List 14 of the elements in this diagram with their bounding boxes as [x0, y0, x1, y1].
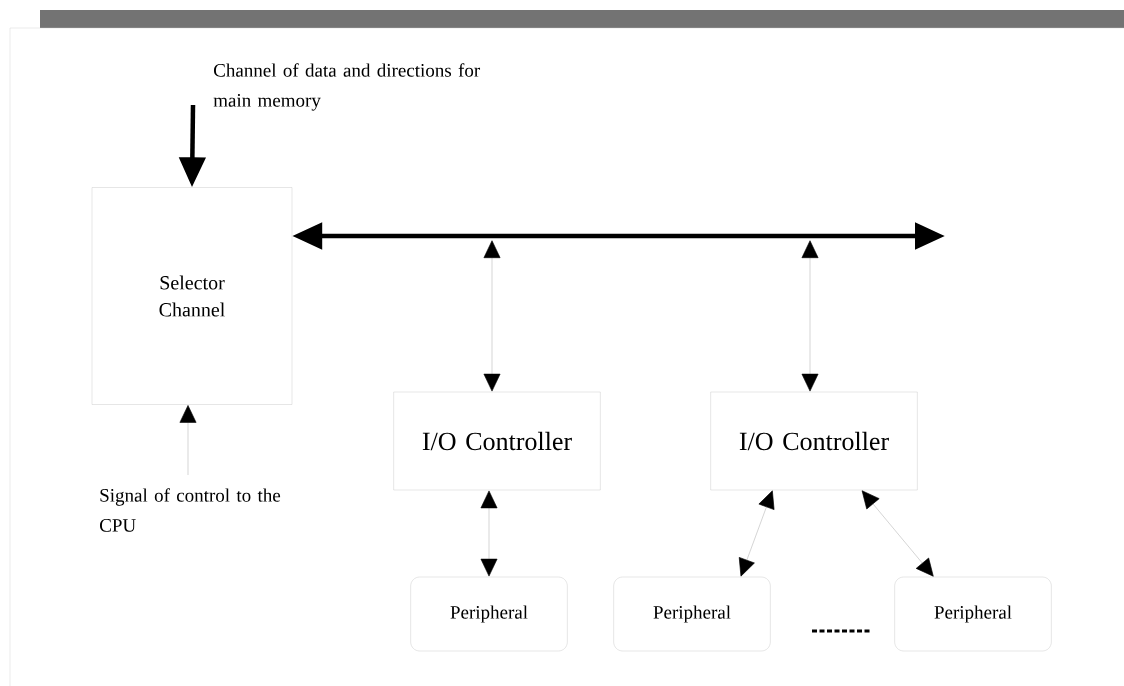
- arrow: [179, 405, 197, 476]
- arrow: [861, 490, 934, 577]
- rounded-box: Peripheral: [613, 576, 771, 652]
- arrow: [738, 490, 775, 577]
- arrow: [801, 240, 819, 392]
- process-box: Selector Channel: [91, 187, 293, 405]
- process-box: I/O Controller: [710, 391, 918, 491]
- annotation: Channel of data and directions for main memory: [213, 63, 481, 111]
- rounded-box: Peripheral: [894, 576, 1052, 652]
- rounded-box: Peripheral: [410, 576, 568, 652]
- process-box: I/O Controller: [393, 391, 601, 491]
- annotation: Signal of control to the CPU: [100, 488, 281, 532]
- arrow: [483, 240, 501, 392]
- arrow: [480, 490, 498, 577]
